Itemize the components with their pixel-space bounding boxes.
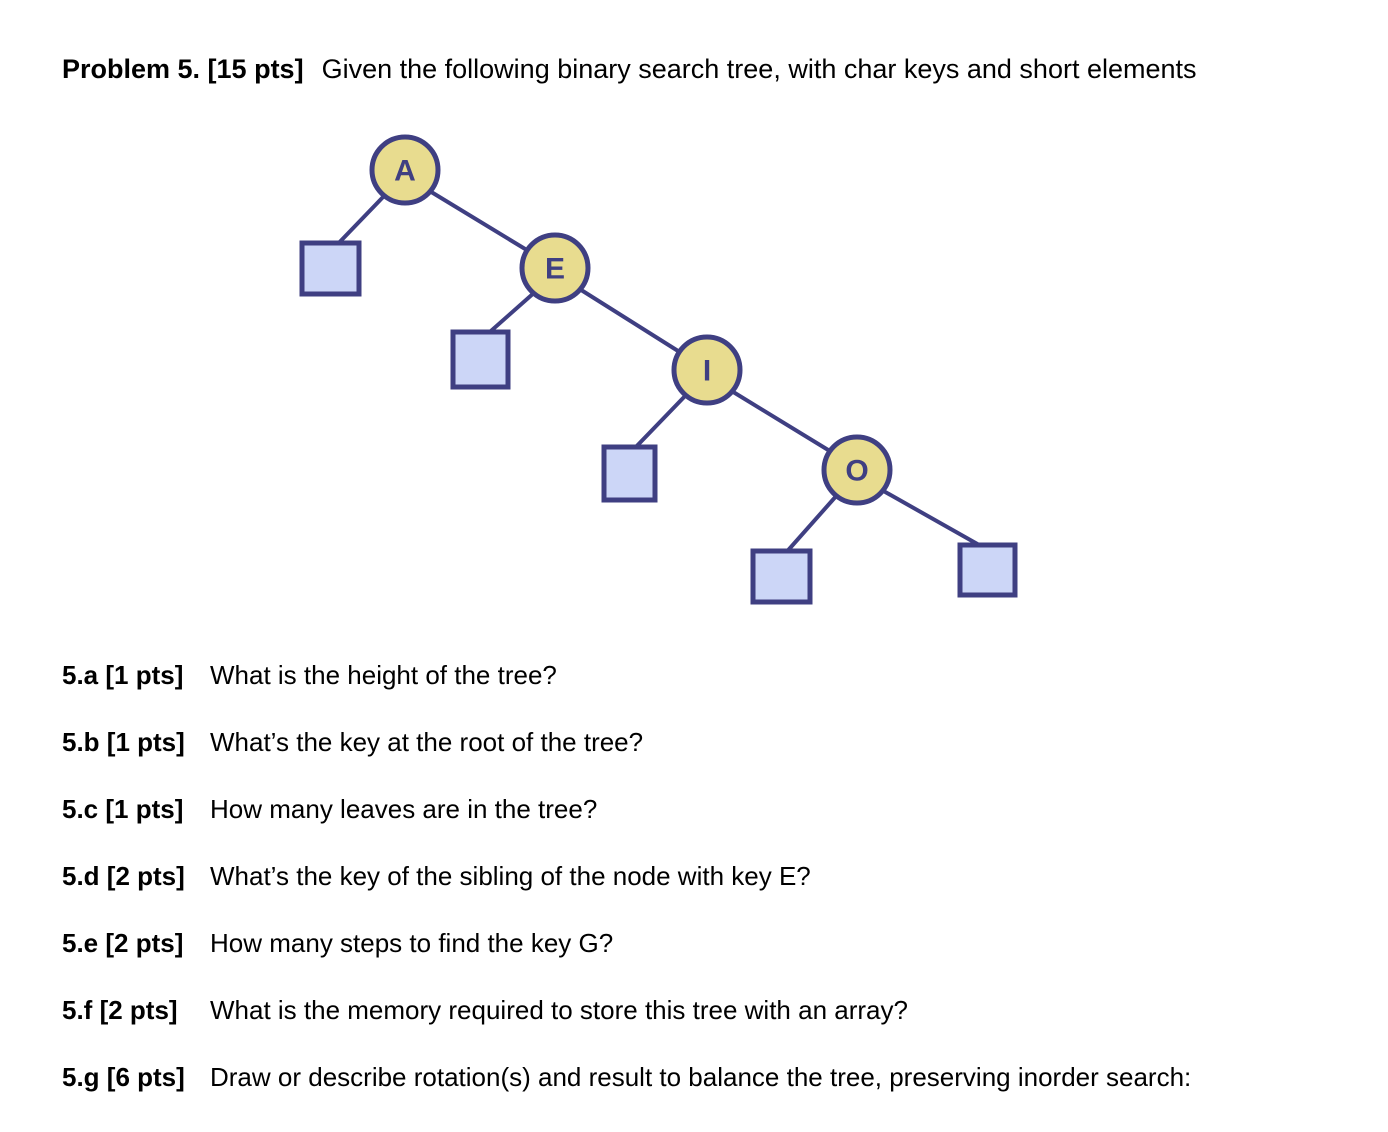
problem-prompt: Given the following binary search tree, … [321,54,1197,84]
question-id: 5.c [1 pts] [62,794,184,824]
tree-edge-a-e [426,188,537,257]
tree-edge-e-i [576,286,688,358]
tree-key-nodes: A E I O [369,134,893,506]
binary-search-tree-diagram: A E I O [0,110,1388,630]
question-id: 5.g [6 pts] [62,1062,185,1092]
page-title: Problem 5. [15 pts] Given the following b… [62,52,1352,86]
question-id: 5.a [1 pts] [62,660,184,690]
question-id: 5.b [1 pts] [62,727,185,757]
question-row: 5.f [2 pts] What is the memory required t… [62,995,1362,1062]
question-row: 5.d [2 pts] What’s the key of the sibling… [62,861,1362,928]
question-text: What’s the key at the root of the tree? [210,727,644,757]
tree-node-circle-e [519,232,591,304]
tree-edge-o-left [781,492,840,558]
question-id: 5.e [2 pts] [62,928,184,958]
question-text: What is the height of the tree? [210,660,557,690]
tree-edge-o-right [878,487,990,552]
null-leaf-square-o-left [750,548,813,605]
question-text: Draw or describe rotation(s) and result … [210,1062,1192,1092]
question-row: 5.a [1 pts] What is the height of the tre… [62,660,1362,727]
question-row: 5.e [2 pts] How many steps to find the ke… [62,928,1362,995]
question-row: 5.c [1 pts] How many leaves are in the tr… [62,794,1362,861]
question-id: 5.f [2 pts] [62,995,178,1025]
tree-edge-i-left [629,392,689,454]
tree-node-circle-a [369,134,441,206]
tree-leaf-squares [299,240,1018,605]
tree-node-key-i: I [703,355,711,388]
tree-node-key-a: A [394,155,416,188]
question-text: How many leaves are in the tree? [210,794,598,824]
null-leaf-square-e-left [450,329,511,390]
null-leaf-square-o-right [957,542,1018,598]
tree-edge-i-o [728,388,840,458]
question-id: 5.d [2 pts] [62,861,185,891]
question-row: 5.b [1 pts] What’s the key at the root of… [62,727,1362,794]
question-row: 5.g [6 pts] Draw or describe rotation(s) … [62,1062,1362,1129]
tree-node-circle-i [671,334,743,406]
question-text: What is the memory required to store thi… [210,995,908,1025]
question-text: What’s the key of the sibling of the nod… [210,861,811,891]
null-leaf-square-i-left [601,444,658,503]
tree-node-key-o: O [845,455,868,488]
question-text: How many steps to find the key G? [210,928,614,958]
tree-node-circle-o [821,434,893,506]
tree-node-key-e: E [545,253,565,286]
problem-label: Problem 5. [15 pts] [62,54,304,84]
null-leaf-square-a-left [299,240,362,297]
question-list: 5.a [1 pts] What is the height of the tre… [62,660,1362,1129]
tree-edges [330,188,990,558]
